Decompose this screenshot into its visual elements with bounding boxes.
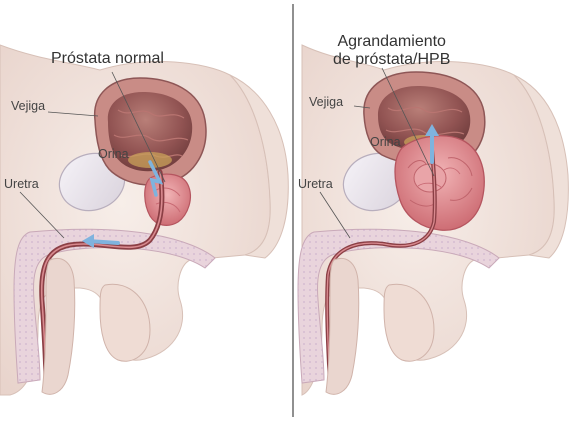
- title-enlarged-prostate: Agrandamiento de próstata/HPB: [333, 33, 450, 69]
- label-urine-right: Orina: [370, 136, 401, 149]
- label-bladder-left: Vejiga: [11, 100, 45, 113]
- label-bladder-right: Vejiga: [309, 96, 343, 109]
- panel-normal-prostate: [0, 45, 288, 395]
- penis-right: [326, 258, 359, 394]
- label-urethra-left: Uretra: [4, 178, 39, 191]
- penis: [42, 258, 75, 394]
- title-normal-prostate: Próstata normal: [51, 50, 164, 68]
- label-urine-left: Orina: [98, 148, 129, 161]
- label-urethra-right: Uretra: [298, 178, 333, 191]
